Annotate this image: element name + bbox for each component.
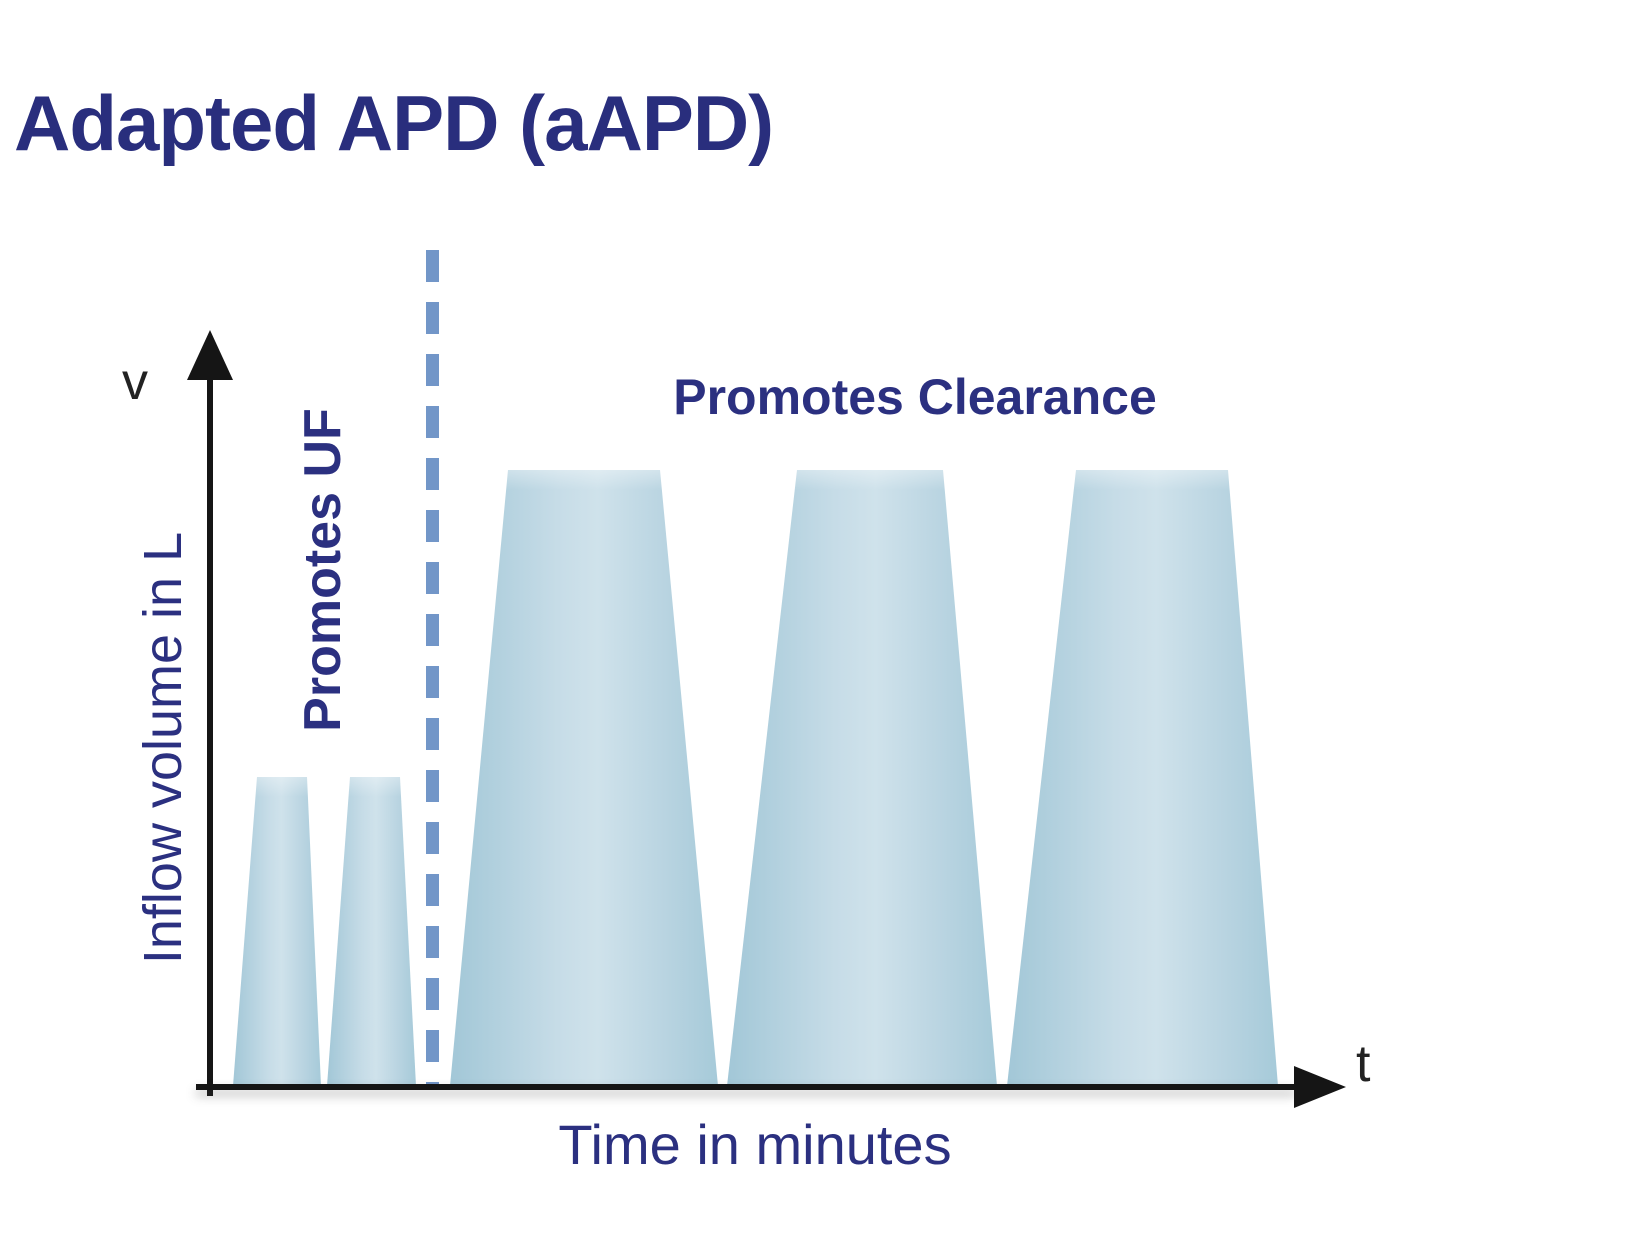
y-axis-label: Inflow volume in L bbox=[133, 531, 193, 965]
x-axis-label: Time in minutes bbox=[558, 1113, 952, 1176]
page-title: Adapted APD (aAPD) bbox=[14, 79, 774, 167]
x-axis-arrow-icon bbox=[1294, 1066, 1346, 1108]
promotes-uf-annotation: Promotes UF bbox=[294, 408, 352, 732]
y-axis-arrow-icon bbox=[187, 330, 233, 380]
x-axis-symbol: t bbox=[1356, 1035, 1371, 1093]
fill-cycle-large-1 bbox=[450, 470, 718, 1086]
x-axis-line bbox=[196, 1084, 1296, 1090]
fill-cycle-small-2 bbox=[327, 777, 416, 1086]
y-axis-symbol: v bbox=[122, 353, 148, 411]
fill-cycle-large-2 bbox=[727, 470, 997, 1086]
phase-separator-dashed-line bbox=[426, 250, 439, 1088]
fill-cycle-large-3 bbox=[1007, 470, 1278, 1086]
y-axis-line bbox=[207, 372, 213, 1096]
promotes-clearance-annotation: Promotes Clearance bbox=[673, 369, 1157, 425]
fill-cycle-small-1 bbox=[233, 777, 321, 1086]
